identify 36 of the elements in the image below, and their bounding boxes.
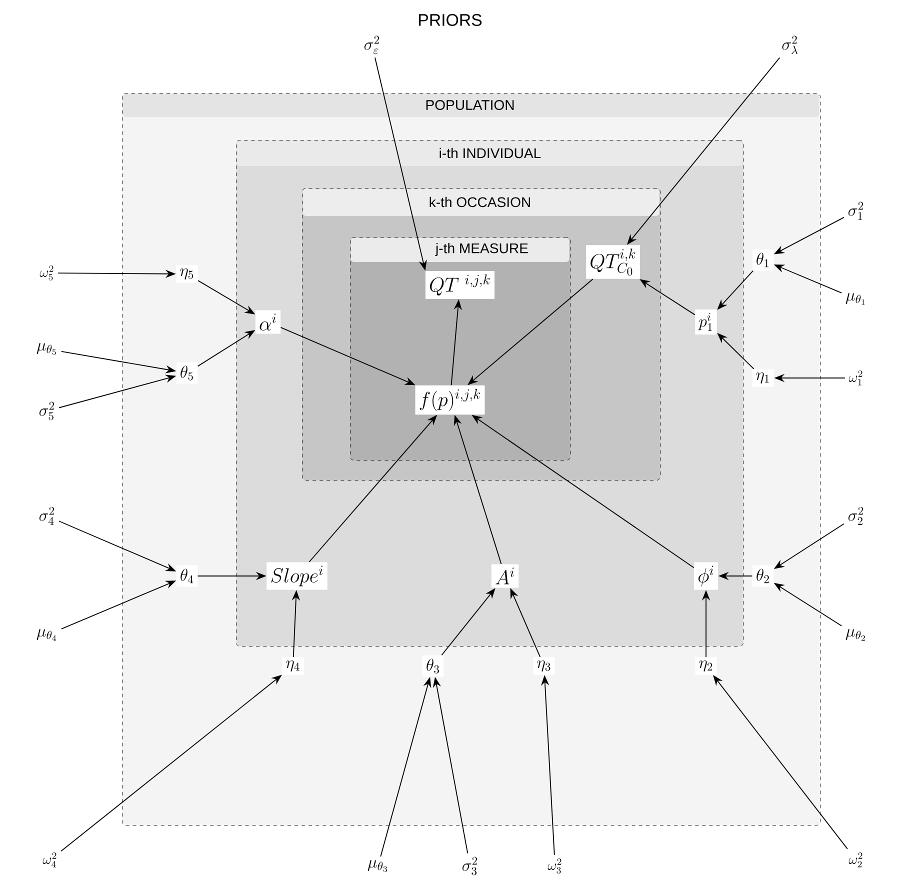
variable-box: $\eta_3$ bbox=[533, 657, 555, 675]
variable-box: $A^i$ bbox=[491, 564, 519, 588]
variable-box: $\eta_4$ bbox=[282, 657, 304, 675]
variable-box: $QT_{C_0}^{i,k}$ bbox=[586, 245, 640, 279]
variable-box: $p_1^i$ bbox=[695, 309, 717, 335]
variable-box: $\theta_2$ bbox=[752, 565, 774, 587]
prior-label: $\mu_{\theta_4}$ bbox=[36, 629, 56, 641]
prior-label: $\mu_{\theta_1}$ bbox=[846, 293, 865, 305]
diagram-title: PRIORS bbox=[419, 14, 482, 26]
prior-label: $\sigma_2^2$ bbox=[848, 506, 864, 525]
prior-label: $\omega_1^2$ bbox=[848, 370, 862, 386]
prior-label: $\mu_{\theta_5}$ bbox=[36, 343, 56, 355]
variable-box: $f(p)^{i,j,k}$ bbox=[415, 385, 485, 415]
prior-label: $\omega_5^2$ bbox=[40, 266, 54, 280]
prior-label: $\sigma_1^2$ bbox=[848, 202, 864, 220]
prior-label: $\omega_3^2$ bbox=[548, 858, 562, 874]
prior-label: $\mu_{\theta_3}$ bbox=[368, 860, 388, 872]
variable-box: $\theta_1$ bbox=[752, 249, 774, 271]
variable-box: $\theta_4$ bbox=[176, 565, 198, 587]
variable-box: $\theta_3$ bbox=[422, 655, 444, 677]
variable-box: $\phi^i$ bbox=[694, 562, 718, 590]
variable-box: $\eta_5$ bbox=[176, 265, 198, 283]
prior-label: $\omega_4^2$ bbox=[42, 852, 56, 868]
prior-label: $\sigma_4^2$ bbox=[39, 506, 54, 525]
prior-label: $\omega_2^2$ bbox=[848, 852, 862, 868]
variable-box: $\alpha^i$ bbox=[255, 310, 281, 334]
variable-box: $\eta_1$ bbox=[752, 369, 774, 387]
prior-label: $\sigma_\varepsilon^2$ bbox=[364, 36, 380, 54]
variable-box: $\eta_2$ bbox=[695, 657, 717, 675]
variable-box: $QT^{\ i,j,k}$ bbox=[426, 270, 494, 300]
prior-label: $\mu_{\theta_2}$ bbox=[846, 629, 865, 641]
variable-box: $\theta_5$ bbox=[176, 362, 198, 384]
prior-label: $\sigma_\lambda^2$ bbox=[782, 36, 798, 54]
prior-label: $\sigma_5^2$ bbox=[39, 402, 54, 420]
prior-label: $\sigma_3^2$ bbox=[462, 856, 478, 876]
variable-box: $Slope^i$ bbox=[266, 562, 328, 590]
